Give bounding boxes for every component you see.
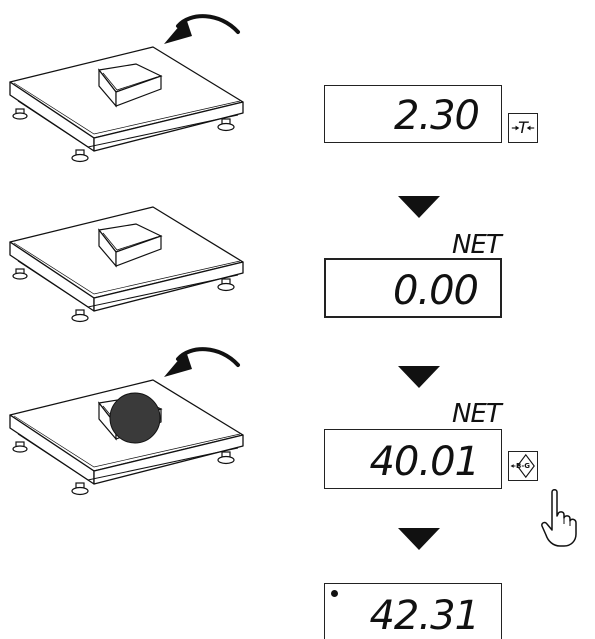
display-value: 0.00 bbox=[392, 268, 479, 314]
platform-scale-illustration bbox=[9, 206, 244, 323]
stability-dot bbox=[331, 590, 338, 597]
gross-net-key-icon bbox=[510, 453, 535, 479]
net-indicator: NET bbox=[452, 230, 502, 260]
gross-net-key-label: B-G bbox=[516, 462, 530, 470]
tare-key-icon bbox=[511, 125, 535, 131]
scale-step-3 bbox=[0, 333, 300, 523]
net-indicator: NET bbox=[452, 399, 502, 429]
down-triangle-icon bbox=[398, 366, 440, 388]
scale-step-2 bbox=[0, 160, 300, 350]
curved-arrow-icon bbox=[162, 14, 240, 46]
tare-key[interactable]: T bbox=[508, 113, 538, 143]
weight-display-3: 40.01 bbox=[324, 429, 502, 489]
gross-net-key[interactable]: B-G bbox=[508, 451, 538, 481]
display-value: 42.31 bbox=[369, 593, 480, 639]
down-triangle-icon bbox=[398, 196, 440, 218]
curved-arrow-icon bbox=[162, 347, 240, 379]
display-value: 40.01 bbox=[369, 439, 480, 485]
weight-display-1: 2.30 bbox=[324, 85, 502, 143]
down-triangle-icon bbox=[398, 528, 440, 550]
platform-scale-illustration bbox=[9, 347, 244, 496]
load-ball bbox=[109, 392, 161, 444]
tare-key-label: T bbox=[518, 118, 528, 137]
weight-display-2: 0.00 bbox=[324, 258, 502, 318]
pointing-hand-icon bbox=[538, 488, 588, 548]
weight-display-4: 42.31 bbox=[324, 583, 502, 639]
display-value: 2.30 bbox=[393, 93, 480, 139]
